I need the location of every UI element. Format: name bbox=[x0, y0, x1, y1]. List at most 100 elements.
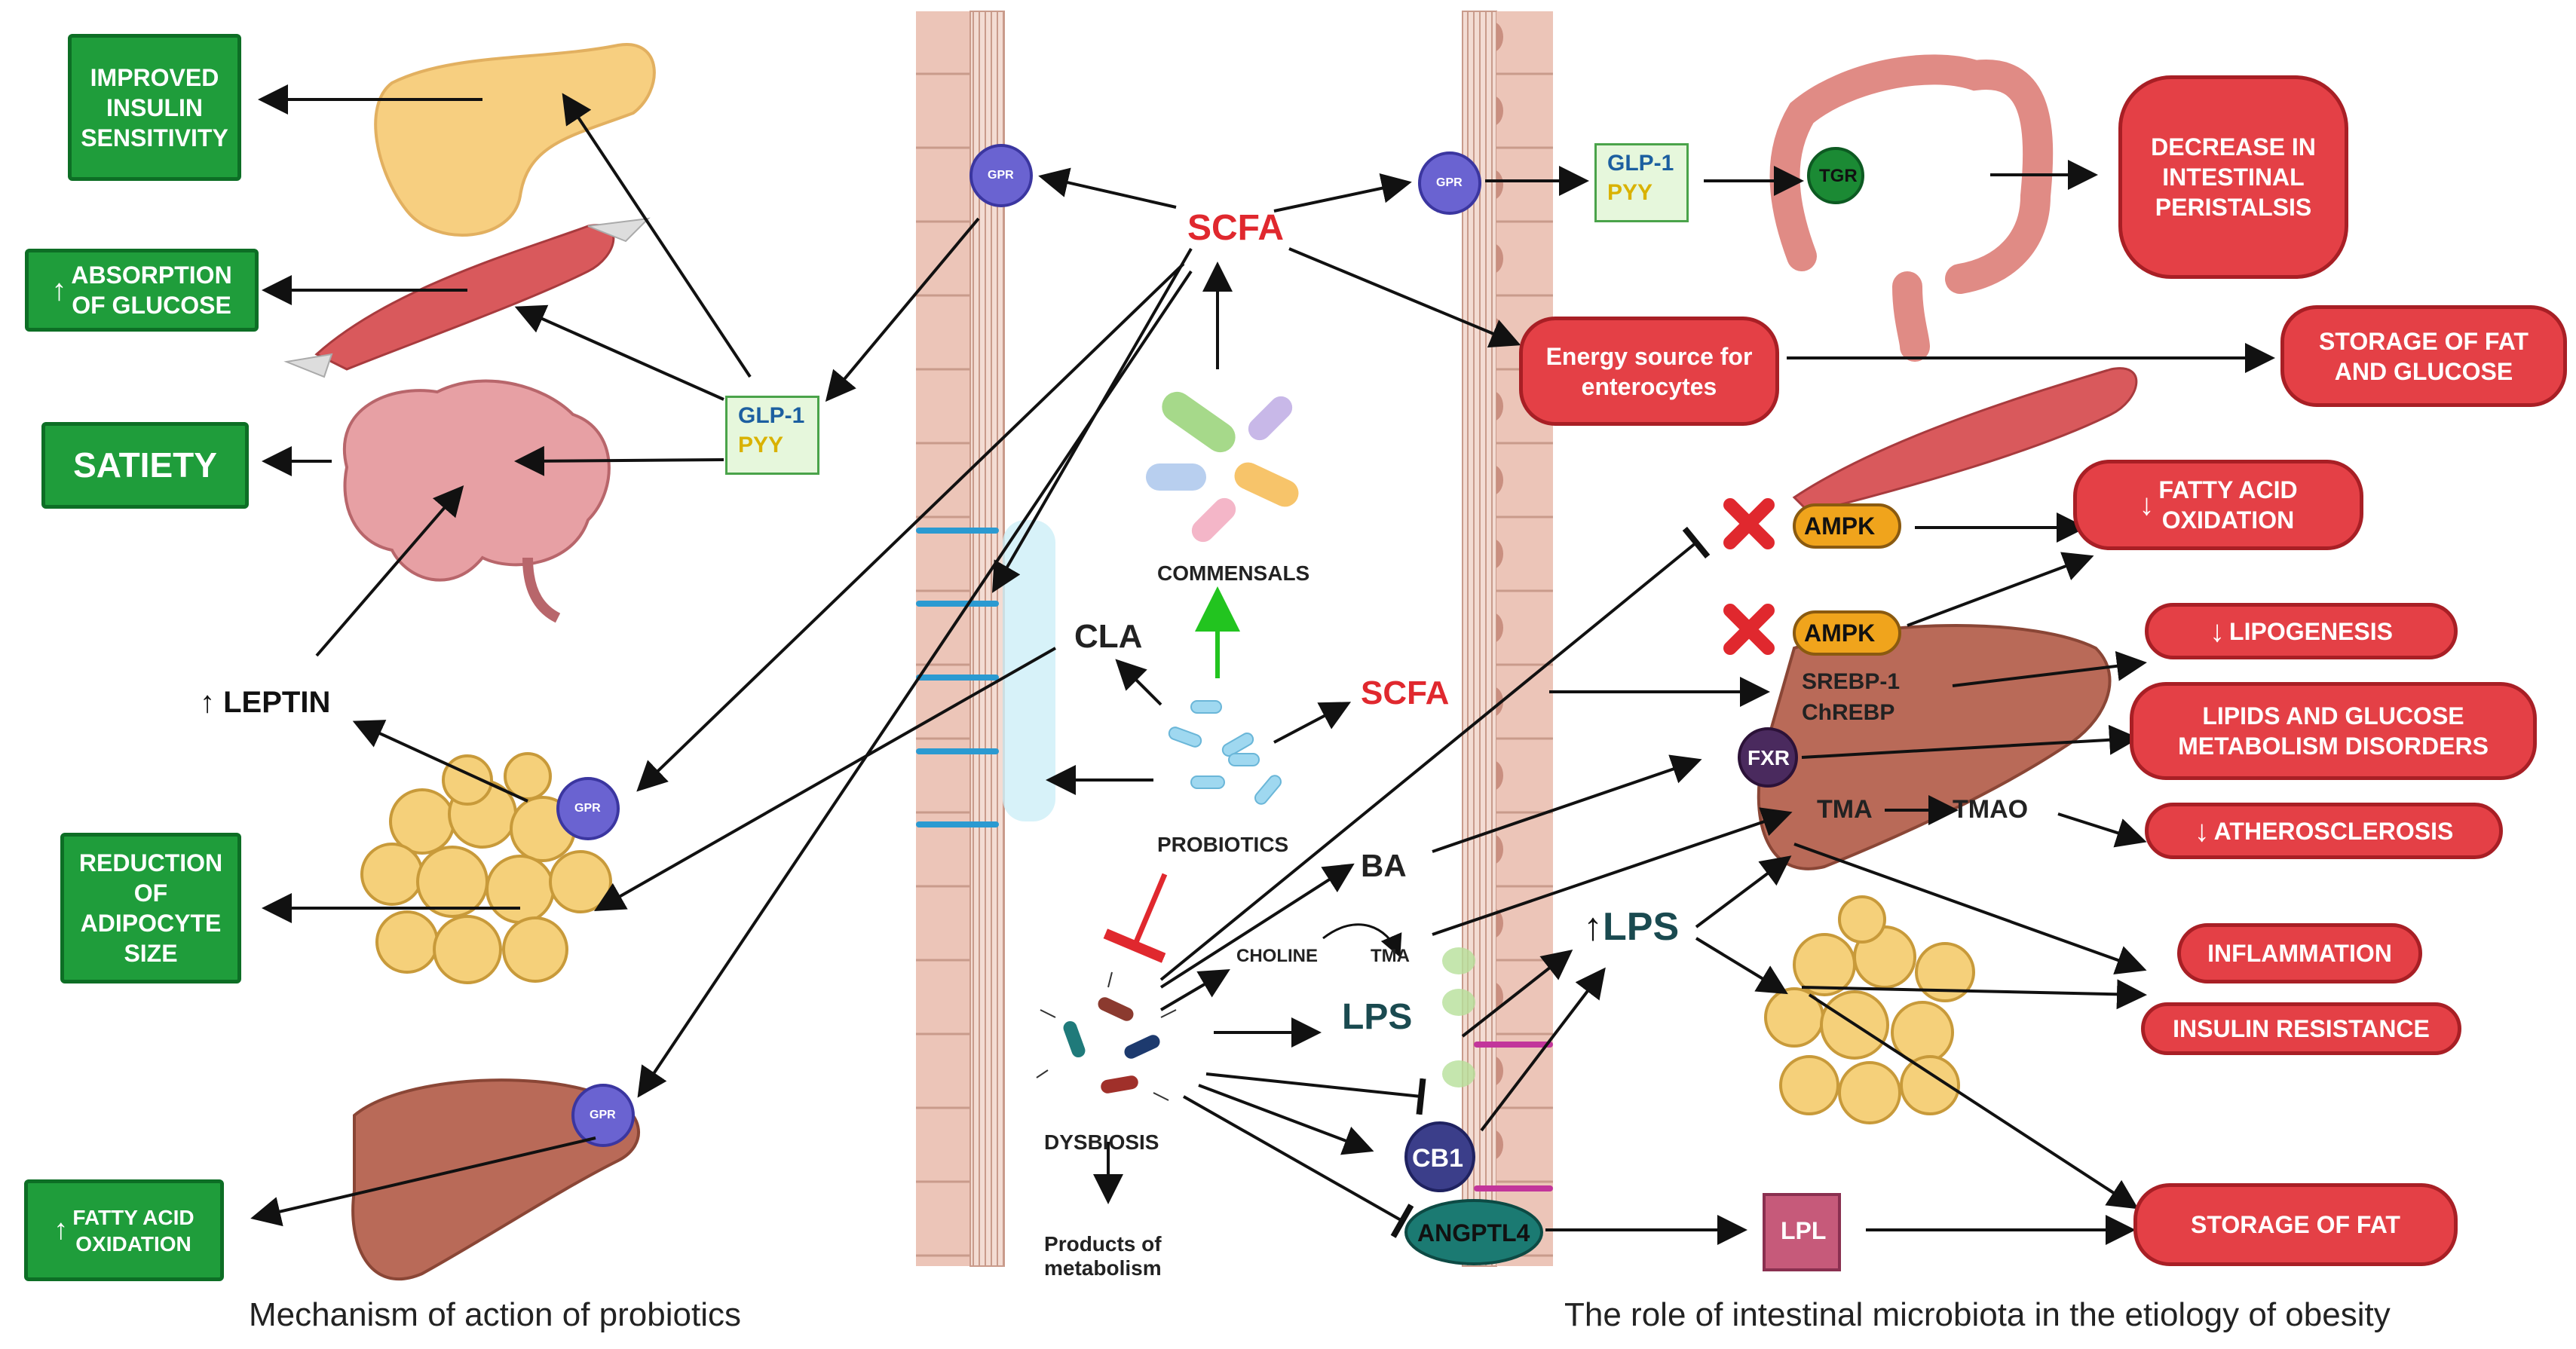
commensal-bacteria bbox=[1146, 391, 1299, 543]
gpr-right-label: GPR bbox=[1436, 176, 1463, 189]
commensals-label: COMMENSALS bbox=[1157, 561, 1310, 585]
decrease-peristalsis-box: DECREASE IN INTESTINAL PERISTALSIS bbox=[2118, 75, 2348, 279]
products-label: Products of metabolism bbox=[1044, 1232, 1162, 1280]
inhibition-lines bbox=[1159, 526, 1711, 1238]
ba-label: BA bbox=[1361, 848, 1407, 883]
up-arrow-icon: ↑ bbox=[1583, 905, 1603, 949]
improved-insulin-sensitivity-box: IMPROVED INSULIN SENSITIVITY bbox=[68, 34, 241, 181]
leaky-junctions bbox=[1474, 1042, 1553, 1191]
glp1-right-text: GLP-1 bbox=[1607, 151, 1674, 176]
satiety-text: SATIETY bbox=[73, 445, 217, 485]
choline-label: CHOLINE bbox=[1236, 946, 1318, 966]
tgr-label: TGR bbox=[1819, 166, 1858, 186]
right-epithelium bbox=[1462, 11, 1553, 1267]
storage-fat-box: STORAGE OF FAT bbox=[2133, 1183, 2458, 1266]
fatty-acid-oxidation-right-box: ↓ FATTY ACID OXIDATION bbox=[2073, 460, 2363, 550]
inflammation-box: INFLAMMATION bbox=[2177, 923, 2422, 983]
atherosclerosis-box: ↓ ATHEROSCLEROSIS bbox=[2145, 803, 2503, 859]
brain-illustration bbox=[342, 379, 611, 623]
fatty-acid-oxidation-left-box: ↑ FATTY ACID OXIDATION bbox=[24, 1179, 224, 1281]
pancreas-illustration bbox=[374, 43, 656, 237]
tma-label: TMA bbox=[1817, 795, 1873, 824]
cb1-label: CB1 bbox=[1412, 1144, 1464, 1173]
right-caption: The role of intestinal microbiota in the… bbox=[1564, 1296, 2391, 1333]
muscle-right bbox=[1792, 367, 2138, 514]
lps-right-text: LPS bbox=[1603, 905, 1680, 949]
storage-fat-text: STORAGE OF FAT bbox=[2191, 1211, 2400, 1238]
lipids-glucose-text: LIPIDS AND GLUCOSE METABOLISM DISORDERS bbox=[2178, 702, 2489, 760]
probiotic-inhibition bbox=[1103, 873, 1168, 963]
inflammation-text: INFLAMMATION bbox=[2207, 940, 2392, 967]
energy-source-box: Energy source for enterocytes bbox=[1519, 317, 1779, 426]
energy-source-text: Energy source for enterocytes bbox=[1545, 342, 1753, 400]
dysbiosis-bacteria bbox=[1036, 971, 1177, 1101]
absorption-glucose-text: ABSORPTION OF GLUCOSE bbox=[71, 262, 232, 319]
probiotics-label: PROBIOTICS bbox=[1157, 833, 1289, 856]
choline-curve-arrow bbox=[1322, 923, 1402, 958]
tgr-receptor bbox=[1807, 147, 1864, 204]
liver-left bbox=[351, 1078, 640, 1280]
srebp-label: SREBP-1 ChREBP bbox=[1802, 669, 1901, 725]
fxr-label: FXR bbox=[1747, 746, 1790, 769]
scfa-top-label: SCFA bbox=[1187, 208, 1285, 248]
improved-insulin-text: IMPROVED INSULIN SENSITIVITY bbox=[81, 63, 228, 151]
adipose-tissue-right bbox=[1764, 895, 1975, 1124]
glp1-pyy-left-box: GLP-1 PYY bbox=[725, 396, 819, 475]
cb1-receptor bbox=[1404, 1121, 1475, 1192]
green-vesicles bbox=[1442, 947, 1475, 1087]
decrease-peristalsis-text: DECREASE IN INTESTINAL PERISTALSIS bbox=[2151, 133, 2316, 221]
down-arrow-icon: ↓ bbox=[2139, 488, 2155, 522]
gpr-adipose-label: GPR bbox=[574, 802, 601, 815]
down-arrow-icon: ↓ bbox=[2194, 814, 2210, 848]
ampk1-label: AMPK bbox=[1804, 512, 1876, 540]
colon-illustration bbox=[1769, 54, 2054, 362]
down-arrow-icon: ↓ bbox=[2210, 614, 2225, 648]
liver-right bbox=[1757, 624, 2112, 870]
glp1-pyy-right-box: GLP-1 PYY bbox=[1594, 143, 1689, 222]
lps-center-label: LPS bbox=[1342, 997, 1413, 1037]
insulin-resistance-text: INSULIN RESISTANCE bbox=[2173, 1015, 2430, 1042]
tmao-label: TMAO bbox=[1953, 795, 2029, 824]
adipose-tissue-left bbox=[360, 752, 612, 984]
x-marks bbox=[1723, 498, 1775, 655]
gpr-liver-label: GPR bbox=[590, 1109, 616, 1121]
pyy-right-text: PYY bbox=[1607, 180, 1653, 205]
reduction-adipocyte-box: REDUCTION OF ADIPOCYTE SIZE bbox=[60, 833, 241, 983]
lpl-label: LPL bbox=[1781, 1217, 1827, 1244]
up-arrow-icon: ↑ bbox=[54, 1213, 69, 1246]
fatty-acid-oxidation-right-text: FATTY ACID OXIDATION bbox=[2158, 476, 2298, 534]
probiotic-bacteria bbox=[1168, 700, 1282, 805]
atherosclerosis-text: ATHEROSCLEROSIS bbox=[2213, 817, 2454, 845]
lipogenesis-text: LIPOGENESIS bbox=[2229, 617, 2393, 645]
tma-small-label: TMA bbox=[1371, 946, 1410, 966]
pyy-left-text: PYY bbox=[738, 433, 784, 457]
scfa-mid-label: SCFA bbox=[1361, 674, 1450, 711]
arrows bbox=[250, 84, 2275, 1245]
fxr-receptor bbox=[1738, 727, 1798, 788]
fatty-acid-oxidation-left-text: FATTY ACID OXIDATION bbox=[72, 1205, 195, 1256]
muscle-illustration bbox=[283, 217, 651, 378]
gpr-left-top-label: GPR bbox=[988, 169, 1014, 182]
storage-fat-glucose-box: STORAGE OF FAT AND GLUCOSE bbox=[2280, 305, 2567, 407]
angptl4-label: ANGPTL4 bbox=[1417, 1219, 1530, 1247]
satiety-box: SATIETY bbox=[41, 422, 249, 509]
lipids-glucose-box: LIPIDS AND GLUCOSE METABOLISM DISORDERS bbox=[2130, 682, 2537, 780]
gpr-receptors bbox=[556, 144, 1481, 1147]
up-arrow-icon: ↑ bbox=[200, 686, 224, 719]
cla-label: CLA bbox=[1074, 618, 1143, 655]
storage-fat-glucose-text: STORAGE OF FAT AND GLUCOSE bbox=[2319, 327, 2529, 385]
lps-right-label: ↑LPS bbox=[1583, 904, 1679, 950]
glp1-left-text: GLP-1 bbox=[738, 403, 805, 428]
absorption-glucose-box: ↑ ABSORPTION OF GLUCOSE bbox=[25, 249, 259, 332]
dysbiosis-label: DYSBIOSIS bbox=[1044, 1130, 1159, 1154]
lipogenesis-box: ↓ LIPOGENESIS bbox=[2145, 603, 2458, 659]
tight-junctions bbox=[916, 528, 999, 827]
lpl-shape bbox=[1763, 1193, 1841, 1271]
ampk-shapes bbox=[1793, 503, 1901, 656]
insulin-resistance-box: INSULIN RESISTANCE bbox=[2141, 1002, 2461, 1055]
ampk2-label: AMPK bbox=[1804, 619, 1876, 647]
leptin-label: ↑ LEPTIN bbox=[200, 686, 330, 720]
leptin-text: LEPTIN bbox=[223, 686, 331, 719]
reduction-adipocyte-text: REDUCTION OF ADIPOCYTE SIZE bbox=[78, 849, 223, 967]
